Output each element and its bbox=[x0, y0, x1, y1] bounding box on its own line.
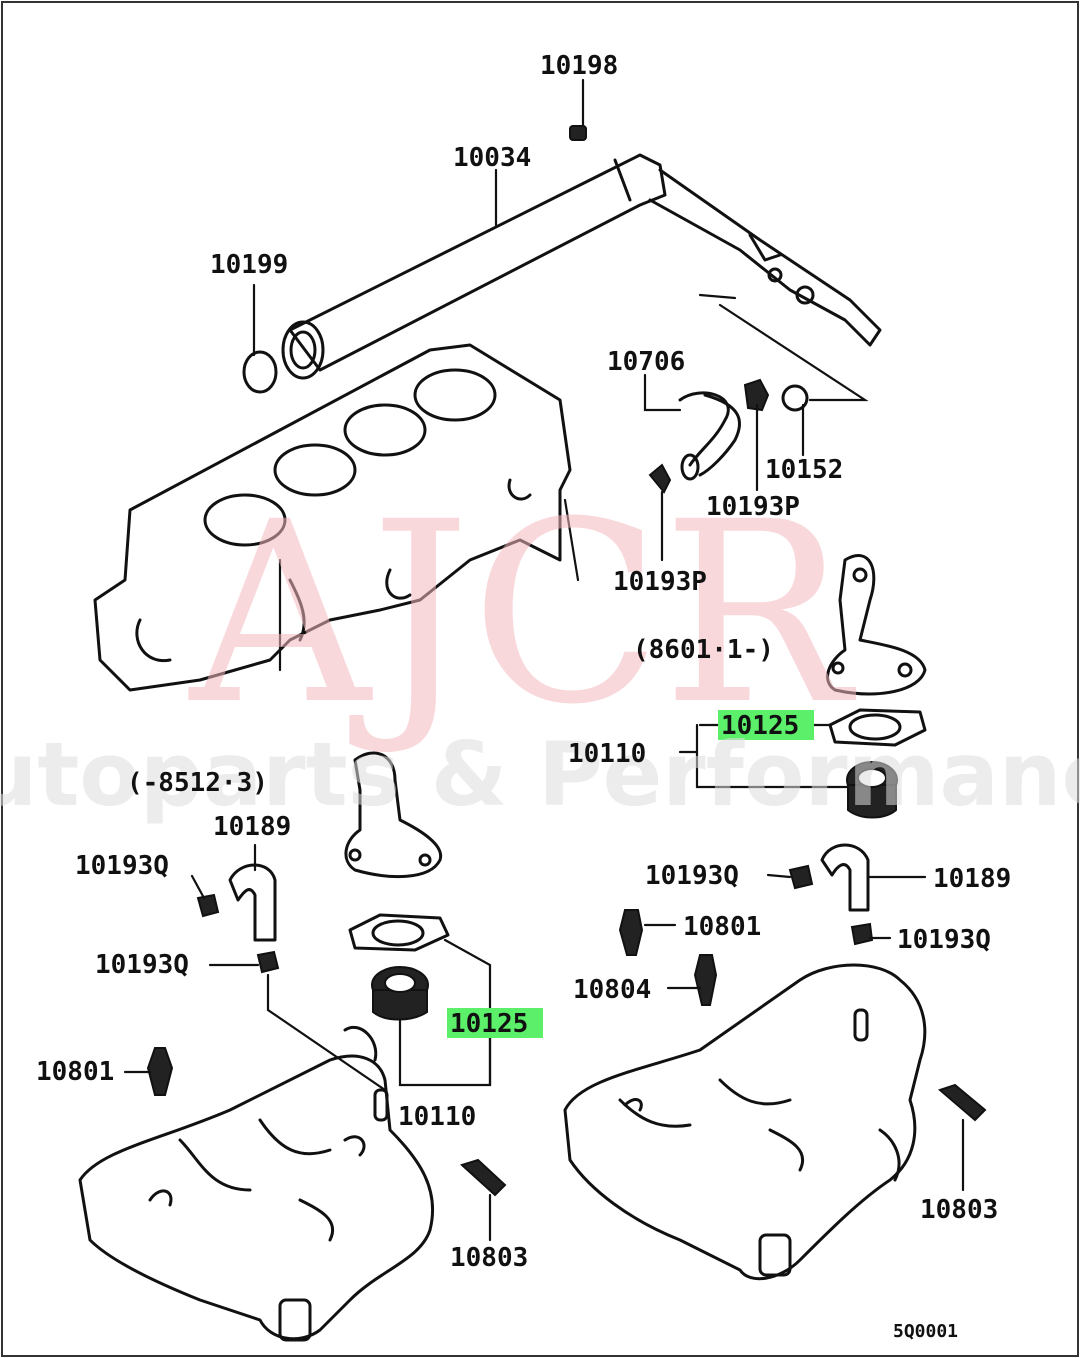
water-pipe-10034 bbox=[281, 153, 882, 380]
thermostat-housing-left bbox=[344, 751, 443, 879]
callout-10193p-upper: 10193P bbox=[706, 492, 800, 522]
callout-10189-left: 10189 bbox=[213, 812, 291, 842]
callout-10193q-left-lower: 10193Q bbox=[95, 950, 189, 980]
diagram-code: 5Q0001 bbox=[893, 1321, 958, 1342]
watermark-brand: AJCR bbox=[188, 468, 857, 759]
callout-10110-right: 10110 bbox=[568, 739, 646, 769]
callout-10803-left: 10803 bbox=[450, 1243, 528, 1273]
callout-10193q-left-upper: 10193Q bbox=[75, 851, 169, 881]
callout-10803-right: 10803 bbox=[920, 1195, 998, 1225]
callout-10034: 10034 bbox=[453, 143, 531, 173]
hose-10706 bbox=[648, 378, 809, 494]
callout-10189-right: 10189 bbox=[933, 864, 1011, 894]
thermostat-right bbox=[846, 761, 898, 819]
highlight-10125-left bbox=[447, 1008, 543, 1038]
o-ring-10199 bbox=[242, 350, 278, 394]
callout-10193q-right-lower: 10193Q bbox=[897, 925, 991, 955]
callout-10801-left: 10801 bbox=[36, 1057, 114, 1087]
intake-manifold-right bbox=[563, 963, 927, 1281]
hose-right-10189 bbox=[788, 843, 874, 946]
callout-10199: 10199 bbox=[210, 250, 288, 280]
sensor-10804 bbox=[693, 954, 718, 1006]
sensor-10803-right bbox=[938, 1083, 987, 1122]
callout-10193q-right-upper: 10193Q bbox=[645, 861, 739, 891]
gasket-right-10125 bbox=[828, 708, 927, 747]
bolt-10198 bbox=[569, 78, 587, 141]
highlight-10125-right bbox=[718, 710, 814, 740]
callout-10152: 10152 bbox=[765, 455, 843, 485]
intake-manifold-left bbox=[78, 1025, 435, 1342]
callout-8512: (-8512·3) bbox=[127, 768, 268, 798]
hose-left-10189 bbox=[196, 863, 280, 974]
sensor-10801-right bbox=[618, 909, 644, 956]
leader-lines bbox=[123, 168, 965, 1242]
callout-10125-left: 10125 bbox=[450, 1009, 528, 1039]
thermostat-housing-right bbox=[826, 554, 927, 696]
callout-8601: (8601·1-) bbox=[633, 635, 774, 665]
engine-block bbox=[93, 343, 580, 692]
callout-10198: 10198 bbox=[540, 51, 618, 81]
callout-10801-right: 10801 bbox=[683, 912, 761, 942]
gasket-left-10125 bbox=[348, 913, 450, 952]
callout-10193p-lower: 10193P bbox=[613, 567, 707, 597]
thermostat-left bbox=[371, 966, 429, 1021]
sensor-10803-left bbox=[460, 1158, 507, 1197]
sensor-10801-left bbox=[146, 1047, 174, 1096]
callout-10125-right: 10125 bbox=[721, 711, 799, 741]
watermark-tagline: Autoparts & Performance bbox=[0, 723, 1080, 826]
callout-10804: 10804 bbox=[573, 975, 651, 1005]
callout-10706: 10706 bbox=[607, 347, 685, 377]
callout-10110-left: 10110 bbox=[398, 1102, 476, 1132]
